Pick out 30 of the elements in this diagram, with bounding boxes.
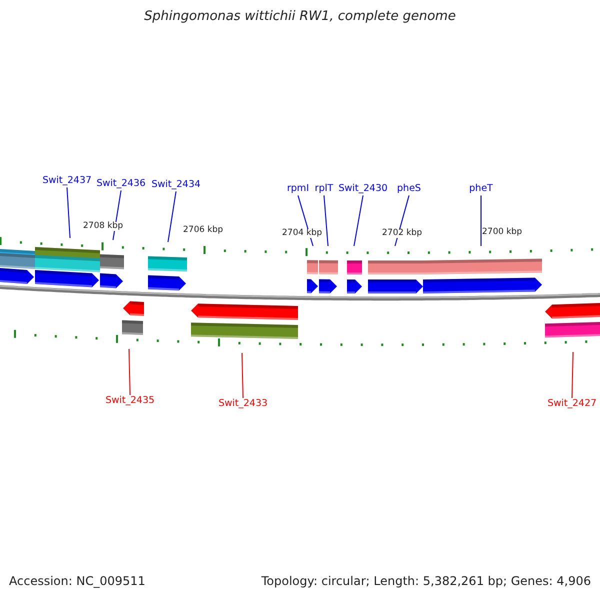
gene-label: Swit_2435	[105, 396, 155, 406]
gene-label: rpmI	[287, 184, 309, 194]
leader-line	[324, 194, 328, 246]
leader-line	[394, 194, 410, 246]
leader-line	[66, 186, 70, 238]
accession-text: Accession: NC_009511	[9, 575, 146, 588]
scale-label: 2702 kbp	[382, 229, 422, 238]
gene-label: rplT	[314, 184, 334, 194]
gene-label: Swit_2433	[218, 399, 268, 410]
gene-label: pheS	[397, 184, 421, 194]
leader-line	[168, 190, 176, 242]
leader-line	[354, 194, 364, 246]
gene-label: Swit_2436	[96, 179, 146, 190]
diagram-title: Sphingomonas wittichii RW1, complete genome	[143, 10, 457, 24]
leader-line	[242, 352, 244, 398]
scale-label: 2700 kbp	[482, 228, 522, 238]
scale-label: 2706 kbp	[183, 226, 224, 236]
gene-label: Swit_2427	[547, 399, 597, 410]
leader-line	[298, 194, 314, 246]
gene-label: pheT	[469, 184, 493, 194]
scale-label: 2708 kbp	[83, 222, 124, 232]
gene-label: Swit_2434	[151, 180, 201, 190]
leader-line	[112, 190, 122, 240]
scale-label: 2704 kbp	[282, 229, 322, 238]
leader-line	[128, 348, 130, 396]
gene-label: Swit_2430	[338, 184, 388, 194]
leader-line	[572, 352, 574, 398]
gene-label: Swit_2437	[42, 176, 92, 186]
leader-line	[480, 194, 482, 246]
genome-summary-text: Topology: circular; Length: 5,382,261 bp; Genes: 4,906	[261, 575, 591, 588]
